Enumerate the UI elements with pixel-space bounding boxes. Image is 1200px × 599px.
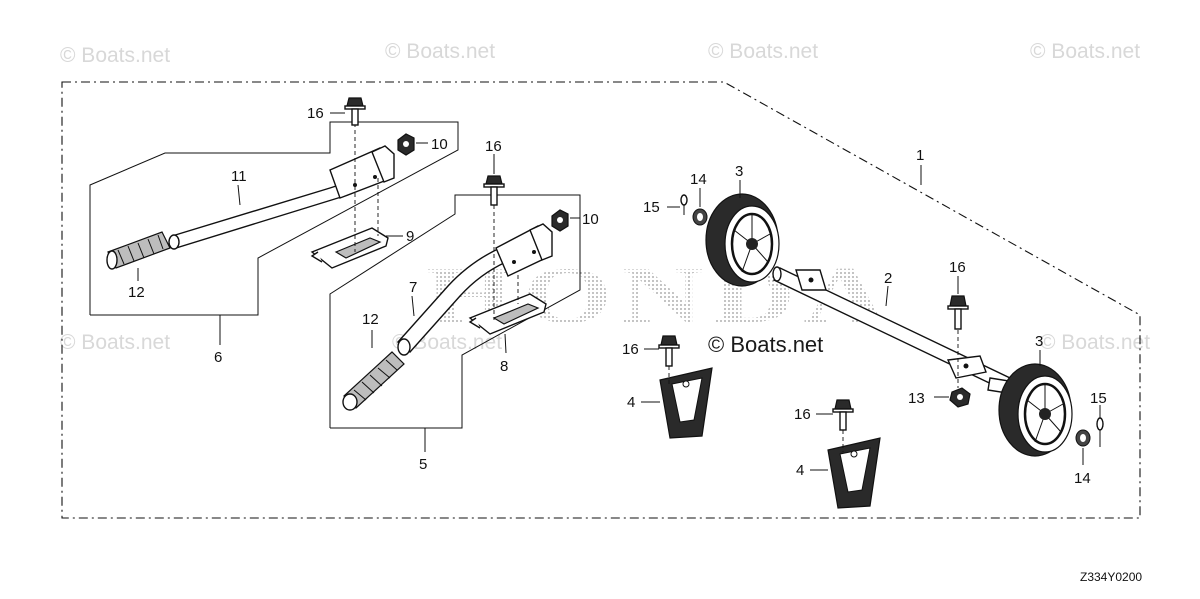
callout-16-foot-right: 16: [794, 406, 811, 423]
axle: [772, 266, 1016, 395]
wheel-right: [998, 363, 1073, 457]
callout-15-left: 15: [643, 199, 660, 216]
bolt-16-handle-right: [483, 175, 505, 206]
callout-16-axle: 16: [949, 259, 966, 276]
callout-4-right: 4: [796, 462, 804, 479]
pin-15-left: [680, 194, 688, 215]
nut-13: [949, 387, 971, 408]
watermark-mid-right: © Boats.net: [1040, 331, 1150, 354]
callout-2: 2: [884, 270, 892, 287]
callout-10-upper: 10: [431, 136, 448, 153]
pin-15-right: [1096, 417, 1104, 447]
leader-2: [885, 285, 889, 307]
callout-5: 5: [419, 456, 427, 473]
callout-16-handle-right: 16: [485, 138, 502, 155]
bolt-16-foot-right: [832, 399, 854, 431]
callout-1: 1: [916, 147, 924, 164]
drawing-code: Z334Y0200: [1080, 570, 1142, 584]
bolt-16-handle-left: [344, 97, 366, 126]
bracket-6: [89, 121, 459, 316]
watermark-top-4: © Boats.net: [1030, 40, 1140, 63]
leader-11: [237, 184, 241, 206]
callout-12-right: 12: [362, 311, 379, 328]
bracket-plate-left: [310, 227, 389, 269]
callout-9: 9: [406, 228, 414, 245]
callout-7: 7: [409, 279, 417, 296]
handle-clamp-right: [495, 223, 553, 277]
nut-10-upper: [397, 133, 415, 156]
foot-support-right: [827, 437, 881, 509]
callout-16-handle-left: 16: [307, 105, 324, 122]
kit-frame: [61, 81, 1141, 519]
watermark-top-2: © Boats.net: [385, 40, 495, 63]
grip-left: [106, 231, 171, 270]
leader-7: [411, 295, 415, 317]
bolt-16-axle: [947, 295, 969, 330]
bracket-5: [329, 194, 581, 429]
bolt-16-foot-left: [658, 335, 680, 367]
foot-support-left: [659, 367, 713, 439]
callout-12-left: 12: [128, 284, 145, 301]
bracket-plate-right: [468, 293, 547, 335]
callout-13: 13: [908, 390, 925, 407]
callout-11: 11: [231, 168, 247, 185]
watermark-mid-left: © Boats.net: [60, 331, 170, 354]
watermark-top-1: © Boats.net: [60, 44, 170, 67]
washer-14-right: [1075, 429, 1091, 447]
callout-10-lower: 10: [582, 211, 599, 228]
grip-right: [342, 351, 405, 411]
washer-14-left: [692, 208, 708, 226]
callout-14-left: 14: [690, 171, 707, 188]
leader-8: [504, 333, 507, 354]
callout-15-right: 15: [1090, 390, 1107, 407]
nut-10-lower: [551, 209, 569, 232]
callout-4-left: 4: [627, 394, 635, 411]
wheel-left: [705, 193, 780, 287]
callout-3-right: 3: [1035, 333, 1043, 350]
handle-clamp-left: [329, 145, 395, 199]
callout-6: 6: [214, 349, 222, 366]
watermark-center: © Boats.net: [708, 332, 823, 357]
watermark-top-3: © Boats.net: [708, 40, 818, 63]
callout-3-left: 3: [735, 163, 743, 180]
callout-14-right: 14: [1074, 470, 1091, 487]
callout-8: 8: [500, 358, 508, 375]
callout-16-foot-left: 16: [622, 341, 639, 358]
